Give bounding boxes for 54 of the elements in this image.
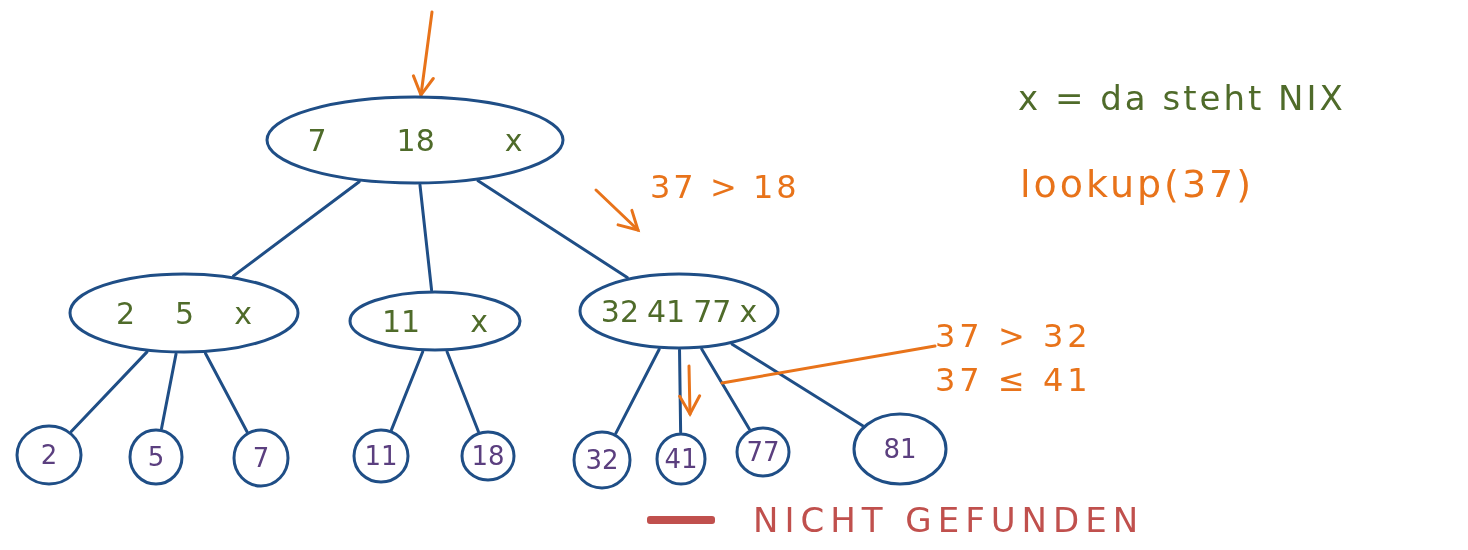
tree-node (348, 290, 522, 352)
leaf-node (852, 412, 948, 486)
tree-edge (445, 350, 480, 434)
key-text: 5 (175, 295, 195, 331)
tree-edge (160, 352, 178, 431)
key-text: 7 (307, 122, 327, 158)
leaf-node (352, 428, 410, 484)
key-text: 77 (746, 437, 780, 467)
legend-text: NICHT GEFUNDEN (753, 500, 1145, 540)
key-text: 7 (252, 443, 270, 473)
function-call-text: lookup(37) (1020, 162, 1255, 206)
tree-edge (614, 347, 661, 435)
comparison-note: 37 > 32 (935, 316, 1092, 357)
legend-note: x = da steht NIX (1018, 78, 1346, 118)
key-text: 18 (471, 441, 505, 471)
leaf-node (572, 430, 632, 490)
leaf-node (15, 424, 83, 486)
key-text: 11 (364, 441, 398, 471)
key-text: 41 (664, 444, 698, 474)
key-text: 41 (647, 293, 686, 329)
tree-edge (418, 183, 434, 292)
key-text: x (739, 293, 758, 329)
tree-edge (203, 351, 249, 434)
leaf-node (232, 428, 290, 488)
tree-edge (232, 180, 361, 278)
leaf-node (460, 430, 516, 482)
comparison-note: 37 > 18 (650, 168, 800, 206)
entry-arrow (411, 10, 435, 97)
tree-edge (678, 348, 683, 434)
tree-node (68, 272, 300, 354)
tree-edge (69, 350, 149, 434)
leaf-node (655, 432, 707, 486)
key-text: 32 (600, 293, 639, 329)
key-text: 2 (116, 295, 136, 331)
key-text: 81 (883, 434, 917, 464)
key-text: 32 (585, 445, 619, 475)
tree-edge (389, 350, 425, 432)
comparison-note: 37 ≤ 41 (935, 360, 1092, 401)
tree-edge (730, 342, 865, 428)
tree-node (578, 272, 780, 350)
tree-edge (476, 179, 629, 279)
key-text: x (470, 303, 488, 339)
key-text: x (504, 122, 523, 158)
key-text: 5 (147, 442, 165, 472)
leaf-node (735, 426, 791, 478)
key-text: 18 (396, 122, 435, 158)
leaf-node (128, 428, 184, 486)
tree-edge (700, 347, 751, 431)
tree-node (265, 95, 565, 185)
key-text: 11 (382, 303, 421, 339)
key-text: 2 (40, 440, 58, 470)
leader-line (720, 344, 937, 385)
key-text: x (234, 295, 252, 331)
key-text: 77 (693, 293, 732, 329)
